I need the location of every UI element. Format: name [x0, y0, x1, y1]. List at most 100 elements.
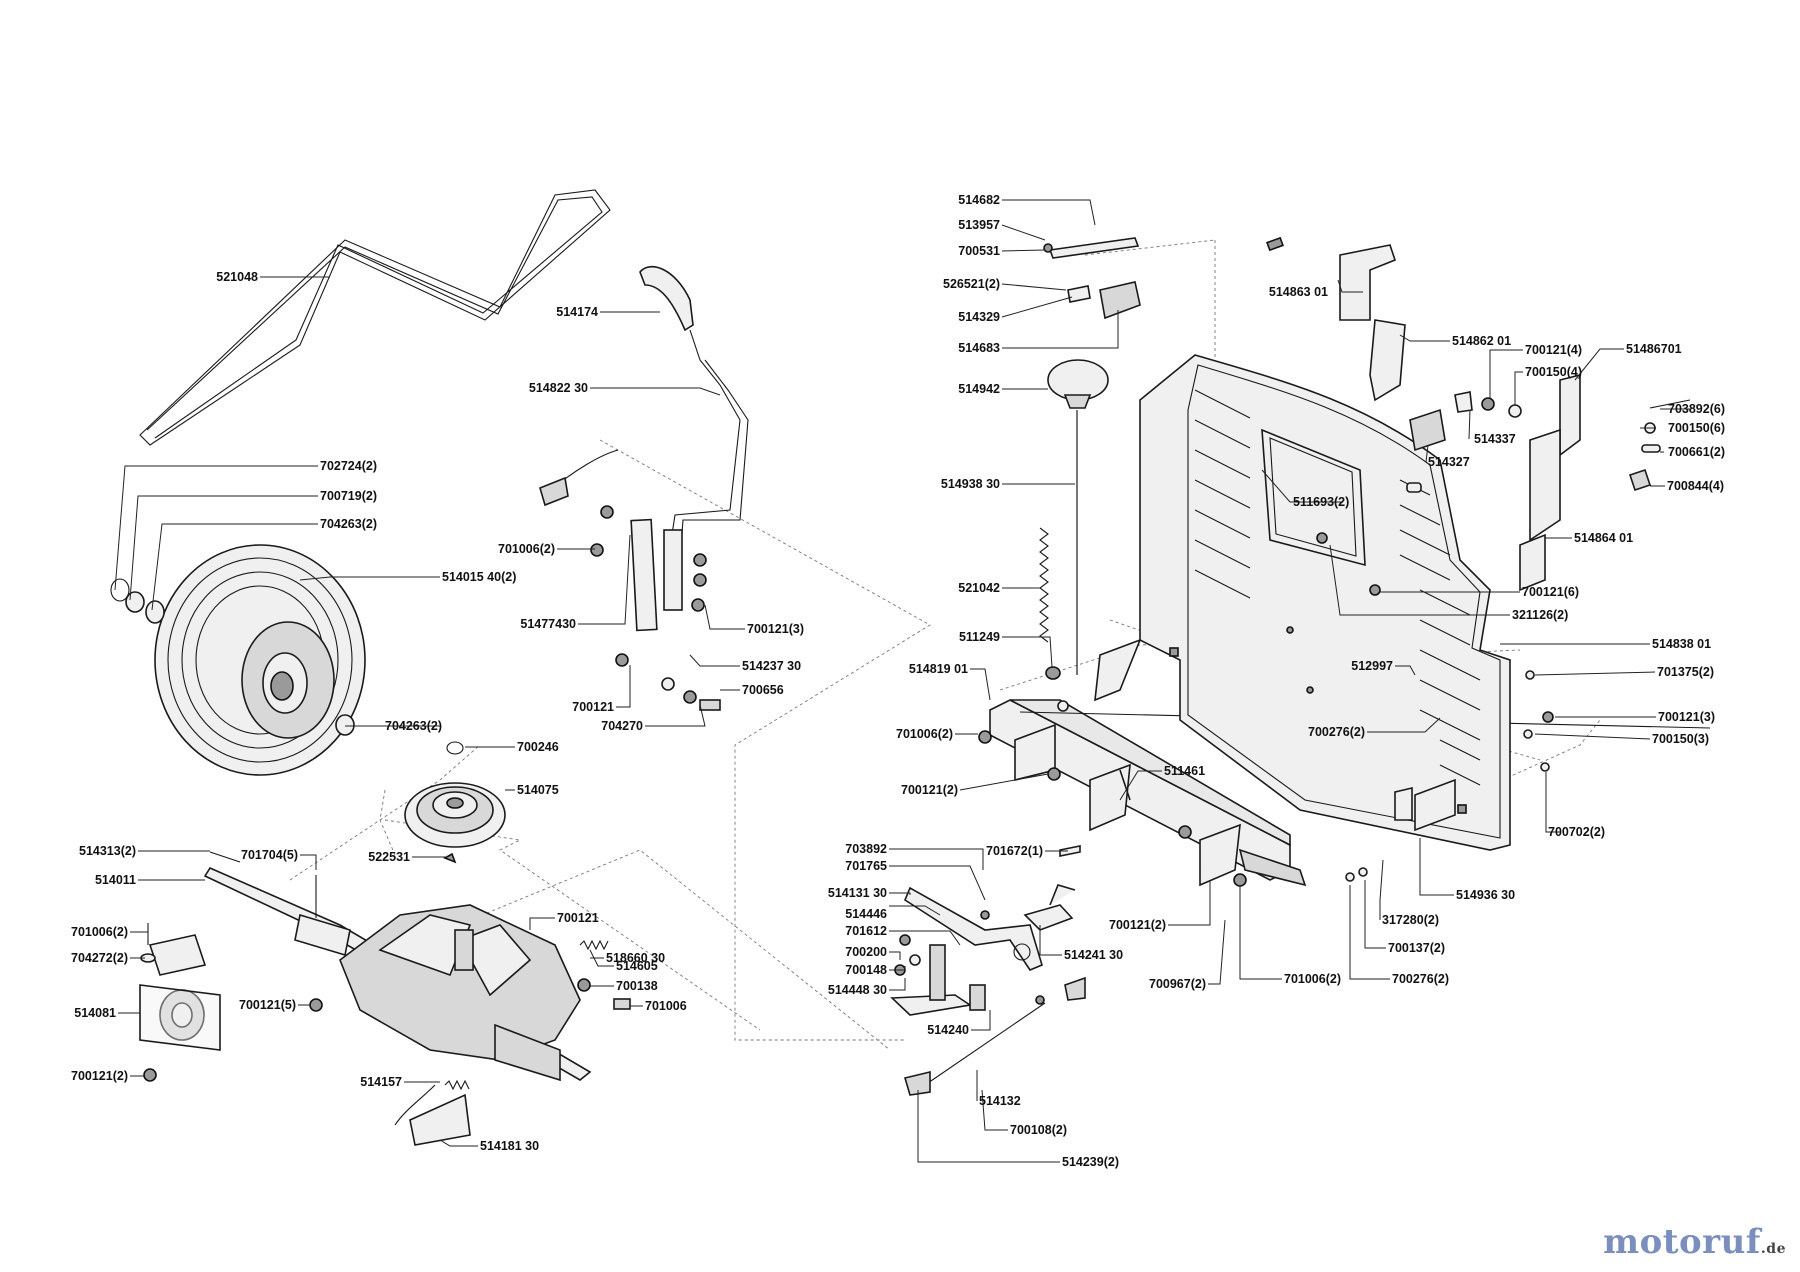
label-514938-30: 514938 30	[941, 477, 1000, 491]
label-704263-lower: 704263(2)	[385, 719, 442, 733]
label-700148: 700148	[845, 963, 887, 977]
label-704272: 704272(2)	[71, 951, 128, 965]
leader-lines	[114, 199, 1690, 1163]
label-514239: 514239(2)	[1062, 1155, 1119, 1169]
label-514313: 514313(2)	[79, 844, 136, 858]
label-703892: 703892	[845, 842, 887, 856]
label-514862-01: 514862 01	[1452, 334, 1511, 348]
label-317280: 317280(2)	[1382, 913, 1439, 927]
label-514863-01: 514863 01	[1269, 285, 1328, 299]
label-700121-4: 700121(4)	[1525, 343, 1582, 357]
label-514081: 514081	[74, 1006, 116, 1020]
label-700121-lever: 700121	[572, 700, 614, 714]
label-700121-2-axle: 700121(2)	[901, 783, 958, 797]
label-701006-pedal: 701006(2)	[1284, 972, 1341, 986]
label-514822-30: 514822 30	[529, 381, 588, 395]
label-513957: 513957	[958, 218, 1000, 232]
label-514448-30: 514448 30	[828, 983, 887, 997]
label-703892-6: 703892(6)	[1668, 402, 1725, 416]
label-521048: 521048	[216, 270, 258, 284]
label-526521: 526521(2)	[943, 277, 1000, 291]
label-511693: 511693(2)	[1293, 495, 1349, 509]
label-514329: 514329	[958, 310, 1000, 324]
rear-wheel	[110, 544, 366, 776]
label-514174: 514174	[556, 305, 598, 319]
label-704263-upper: 704263(2)	[320, 517, 377, 531]
label-321126: 321126(2)	[1512, 608, 1568, 622]
part-labels: 521048 514174 514822 30 702724(2) 700719…	[71, 193, 1725, 1169]
label-700121-2-pedal: 700121(2)	[1109, 918, 1166, 932]
label-701006-transaxle-single: 701006	[645, 999, 687, 1013]
label-704270: 704270	[601, 719, 643, 733]
label-514157: 514157	[360, 1075, 402, 1089]
label-511249: 511249	[959, 630, 1000, 644]
label-51486701: 51486701	[1626, 342, 1682, 356]
label-514240: 514240	[927, 1023, 969, 1037]
panel-slots	[1194, 389, 1481, 786]
label-514132: 514132	[979, 1094, 1021, 1108]
label-700150-4: 700150(4)	[1525, 365, 1582, 379]
label-522531: 522531	[368, 850, 410, 864]
label-518660-30: 518660 30	[606, 951, 665, 965]
mounting-brackets	[1266, 236, 1691, 882]
label-51477430: 51477430	[520, 617, 576, 631]
label-701765: 701765	[845, 859, 887, 873]
label-701704: 701704(5)	[241, 848, 298, 862]
label-514942: 514942	[958, 382, 1000, 396]
label-700121-transaxle: 700121	[557, 911, 599, 925]
label-700121-2-transaxle: 700121(2)	[71, 1069, 128, 1083]
label-514327: 514327	[1428, 455, 1470, 469]
label-700121-3-right: 700121(3)	[1658, 710, 1715, 724]
label-700276-lower: 700276(2)	[1392, 972, 1449, 986]
label-521042: 521042	[958, 581, 1000, 595]
label-700661: 700661(2)	[1668, 445, 1725, 459]
label-514337: 514337	[1474, 432, 1516, 446]
drive-pulley	[404, 741, 506, 864]
v-belt	[139, 189, 611, 446]
clutch-lever	[539, 266, 749, 711]
label-700138: 700138	[616, 979, 658, 993]
label-514864-01: 514864 01	[1574, 531, 1633, 545]
front-axle-beam	[978, 638, 1711, 887]
label-701375: 701375(2)	[1657, 665, 1714, 679]
label-700656: 700656	[742, 683, 784, 697]
label-700121-3-lever: 700121(3)	[747, 622, 804, 636]
label-702724: 702724(2)	[320, 459, 377, 473]
label-701006-lever: 701006(2)	[498, 542, 555, 556]
label-514838-01: 514838 01	[1652, 637, 1711, 651]
label-514181-30: 514181 30	[480, 1139, 539, 1153]
watermark-domain: .de	[1760, 1241, 1786, 1257]
label-514075: 514075	[517, 783, 559, 797]
label-700246: 700246	[517, 740, 559, 754]
watermark-logo: motoruf.de	[1603, 1222, 1786, 1262]
label-701006-axle: 701006(2)	[896, 727, 953, 741]
label-700844: 700844(4)	[1667, 479, 1724, 493]
label-701006-transaxle: 701006(2)	[71, 925, 128, 939]
label-700702: 700702(2)	[1548, 825, 1605, 839]
label-700121-6: 700121(6)	[1522, 585, 1579, 599]
rear-chassis-panel	[1139, 354, 1511, 851]
label-700276-upper: 700276(2)	[1308, 725, 1365, 739]
label-700137: 700137(2)	[1388, 941, 1445, 955]
label-700150-6: 700150(6)	[1668, 421, 1725, 435]
label-514015-40: 514015 40(2)	[442, 570, 516, 584]
label-514682: 514682	[958, 193, 1000, 207]
label-514683: 514683	[958, 341, 1000, 355]
label-514131-30: 514131 30	[828, 886, 887, 900]
label-514446: 514446	[845, 907, 887, 921]
pedal-linkage	[890, 884, 1086, 1096]
label-514241-30: 514241 30	[1064, 948, 1123, 962]
label-514237-30: 514237 30	[742, 659, 801, 673]
label-511461: 511461	[1164, 764, 1205, 778]
watermark-brand: motoruf	[1603, 1222, 1761, 1262]
label-514011: 514011	[95, 873, 136, 887]
label-514936-30: 514936 30	[1456, 888, 1515, 902]
label-700121-5: 700121(5)	[239, 998, 296, 1012]
label-700108: 700108(2)	[1010, 1123, 1067, 1137]
gear-shift-lever	[1039, 237, 1141, 680]
label-514819-01: 514819 01	[909, 662, 968, 676]
label-700150-3: 700150(3)	[1652, 732, 1709, 746]
label-512997: 512997	[1351, 659, 1393, 673]
label-700967: 700967(2)	[1149, 977, 1206, 991]
